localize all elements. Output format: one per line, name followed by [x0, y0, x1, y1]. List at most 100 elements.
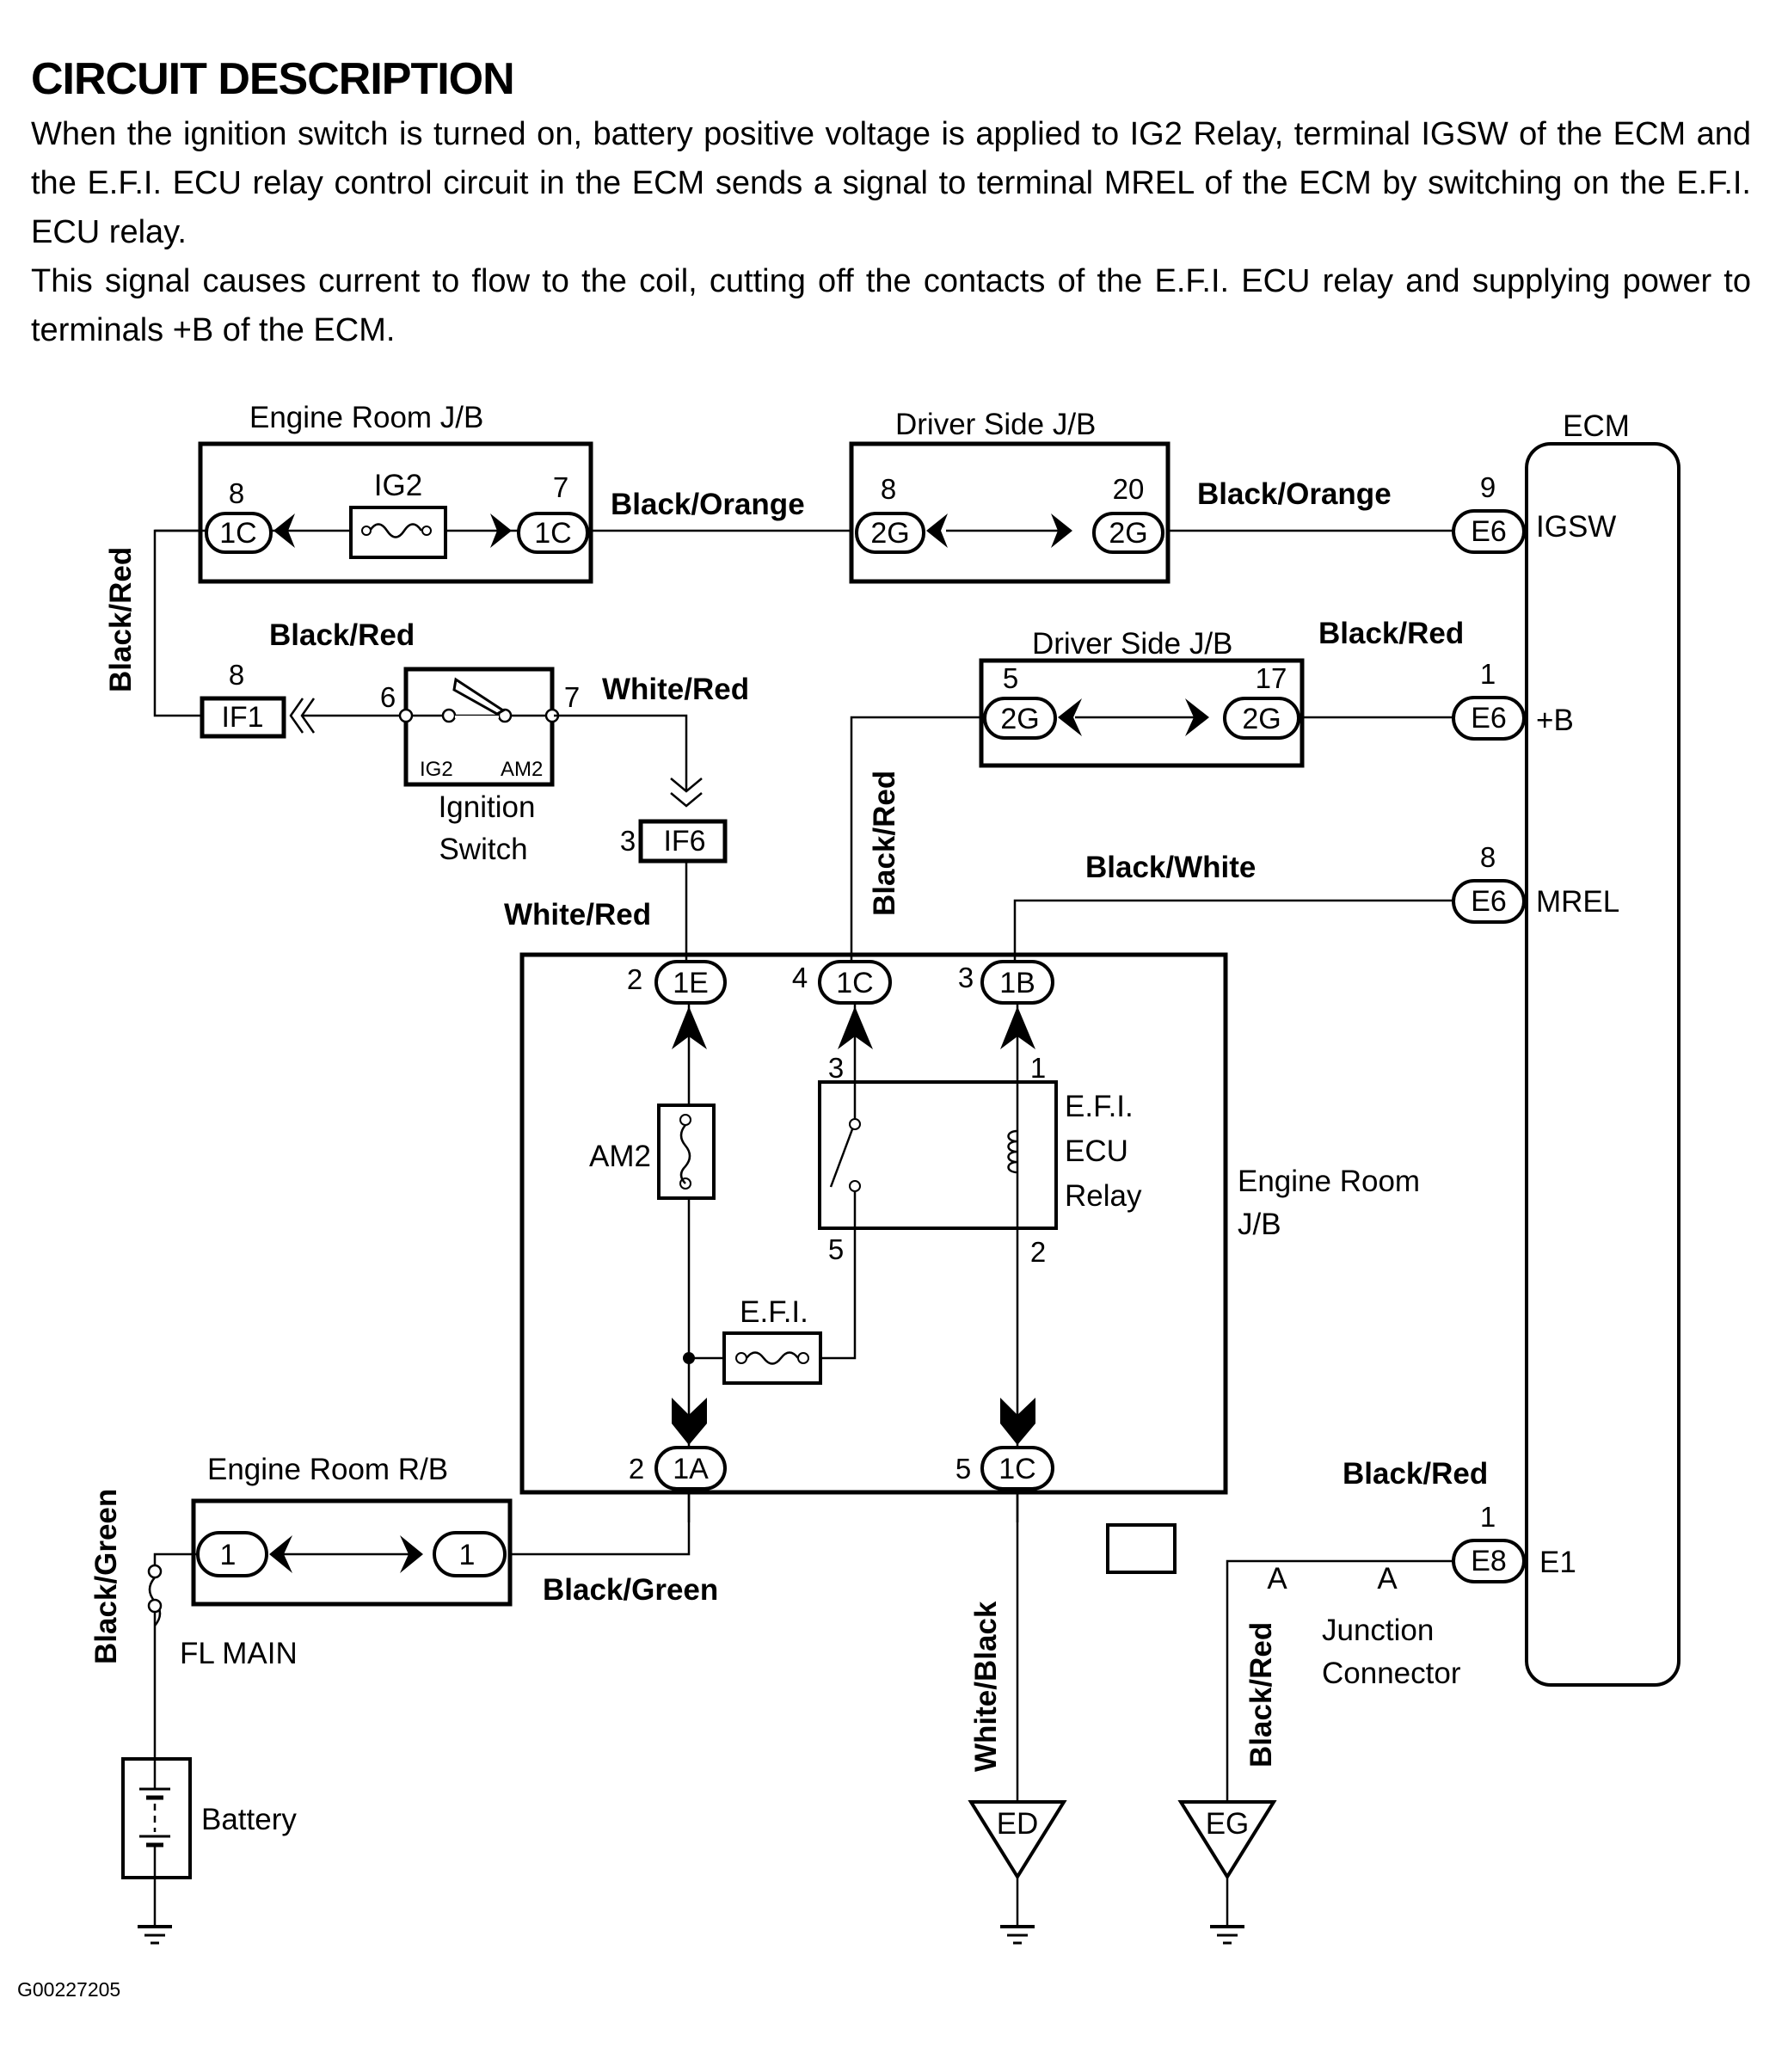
- connector-arrow-icon: [400, 1535, 423, 1573]
- wire-label: Black/Orange: [611, 488, 805, 521]
- wire-label: Black/Red: [104, 547, 138, 692]
- svg-text:2G: 2G: [1109, 517, 1147, 550]
- ecm-box: [1525, 442, 1680, 1687]
- svg-text:Driver Side J/B: Driver Side J/B: [1032, 627, 1232, 661]
- ground-icon: [1000, 1925, 1035, 1945]
- driver-side-jb-top-box: [849, 441, 1170, 584]
- connector-arrow-icon: [672, 1398, 707, 1445]
- battery-icon: [121, 1757, 192, 1879]
- engine-room-rb: Engine Room R/B 1 1: [191, 1453, 513, 1607]
- svg-text:6: 6: [380, 681, 396, 713]
- connector-arrow-icon: [1185, 698, 1209, 736]
- connector-arrow-icon: [269, 1535, 292, 1573]
- svg-text:17: 17: [1256, 662, 1287, 694]
- relay-coil-icon: [1007, 1129, 1018, 1174]
- ignition-switch-box: [403, 667, 555, 787]
- svg-text:2G: 2G: [1000, 703, 1039, 735]
- switch-lever-icon: [452, 677, 506, 716]
- relay-contact-icon: [829, 1128, 854, 1188]
- svg-text:E8: E8: [1471, 1545, 1507, 1577]
- svg-text:8: 8: [229, 659, 244, 691]
- svg-text:7: 7: [564, 681, 580, 713]
- svg-text:Driver Side J/B: Driver Side J/B: [895, 408, 1096, 441]
- svg-text:1: 1: [1480, 658, 1496, 690]
- svg-text:8: 8: [229, 477, 244, 509]
- svg-text:1C: 1C: [998, 1453, 1035, 1485]
- wire-label: Black/White: [1085, 851, 1256, 884]
- svg-text:2: 2: [1030, 1236, 1046, 1268]
- wire-label: Black/Red: [868, 771, 901, 916]
- driver-side-jb-mid-box: [979, 658, 1305, 768]
- battery-label: Battery: [201, 1803, 297, 1836]
- wire-label: Black/Red: [1244, 1622, 1278, 1768]
- svg-text:IG2: IG2: [374, 469, 422, 502]
- circuit-description: When the ignition switch is turned on, b…: [31, 110, 1751, 355]
- svg-text:IF1: IF1: [221, 701, 263, 734]
- connector-2g: [1223, 697, 1300, 740]
- svg-text:5: 5: [828, 1233, 844, 1265]
- connector-chevron-icon: [289, 698, 316, 734]
- engine-room-jb-main: Engine Room J/B 1E 2 1C 4 1B 3 AM2 3 1: [519, 952, 1420, 1522]
- svg-text:E.F.I.: E.F.I.: [1065, 1090, 1134, 1123]
- engine-room-rb-box: [191, 1498, 513, 1607]
- svg-text:AM2: AM2: [501, 758, 543, 781]
- svg-text:Connector: Connector: [1322, 1657, 1461, 1690]
- fl-main-label: FL MAIN: [180, 1637, 298, 1670]
- page-title: CIRCUIT DESCRIPTION: [31, 54, 515, 104]
- svg-text:Junction: Junction: [1322, 1614, 1434, 1647]
- connector-arrow-icon: [1000, 1398, 1035, 1445]
- svg-text:A: A: [1377, 1562, 1398, 1596]
- svg-text:Ignition: Ignition: [439, 790, 536, 824]
- svg-text:2G: 2G: [870, 517, 909, 550]
- ecm: ECM E6 9 IGSW E6 1 +B E6 8 MREL E8 1 E1: [1452, 409, 1680, 1687]
- svg-text:E6: E6: [1471, 515, 1507, 548]
- svg-text:IF6: IF6: [663, 825, 705, 858]
- svg-text:EG: EG: [1206, 1807, 1250, 1841]
- connector-chevron-icon: [670, 778, 703, 808]
- svg-text:7: 7: [553, 471, 568, 503]
- svg-text:ECM: ECM: [1563, 409, 1630, 443]
- svg-text:8: 8: [1480, 841, 1496, 873]
- wire-label: Black/Green: [543, 1573, 718, 1607]
- svg-text:Relay: Relay: [1065, 1179, 1142, 1213]
- svg-text:8: 8: [881, 473, 896, 505]
- connector-arrow-icon: [490, 513, 512, 548]
- connector-2g: [855, 512, 925, 554]
- ig2-fuse-icon: [349, 506, 447, 559]
- svg-text:5: 5: [1003, 662, 1018, 694]
- efi-ecu-relay-box: [818, 1080, 1058, 1230]
- wire-label: Black/Red: [1343, 1457, 1488, 1491]
- ground-icon: [138, 1925, 172, 1945]
- wire-label: White/Red: [504, 898, 651, 931]
- connector-2g: [1092, 512, 1164, 554]
- svg-text:3: 3: [958, 962, 974, 993]
- svg-text:4: 4: [792, 962, 808, 993]
- svg-text:AM2: AM2: [589, 1140, 651, 1173]
- svg-text:1: 1: [220, 1539, 237, 1571]
- svg-text:3: 3: [828, 1052, 844, 1084]
- wire-label: Black/Red: [269, 618, 415, 652]
- ecm-terminal-plus-b: +B: [1536, 704, 1574, 737]
- wire-label: Black/Green: [89, 1489, 123, 1664]
- svg-text:A: A: [1267, 1562, 1287, 1596]
- svg-text:J/B: J/B: [1238, 1208, 1281, 1241]
- connector-e6: [1452, 509, 1526, 554]
- svg-text:ECU: ECU: [1065, 1134, 1128, 1168]
- svg-text:1C: 1C: [836, 967, 873, 999]
- engine-room-jb-top-label: Engine Room J/B: [249, 401, 483, 434]
- svg-text:1E: 1E: [673, 967, 709, 999]
- svg-text:9: 9: [1480, 471, 1496, 503]
- svg-text:5: 5: [955, 1453, 971, 1485]
- svg-text:ED: ED: [997, 1807, 1039, 1841]
- ecm-terminal-e1: E1: [1539, 1546, 1576, 1579]
- engine-room-jb-top: Engine Room J/B 1C 8 IG2 1C 7: [155, 401, 593, 584]
- svg-text:1: 1: [1030, 1052, 1046, 1084]
- svg-text:2G: 2G: [1242, 703, 1281, 735]
- svg-text:Engine Room R/B: Engine Room R/B: [207, 1453, 448, 1486]
- svg-text:1: 1: [459, 1539, 476, 1571]
- svg-text:2: 2: [627, 963, 642, 995]
- svg-text:3: 3: [620, 825, 636, 857]
- description-paragraph: When the ignition switch is turned on, b…: [31, 116, 1751, 250]
- junction-connector-icon: [1106, 1523, 1177, 1574]
